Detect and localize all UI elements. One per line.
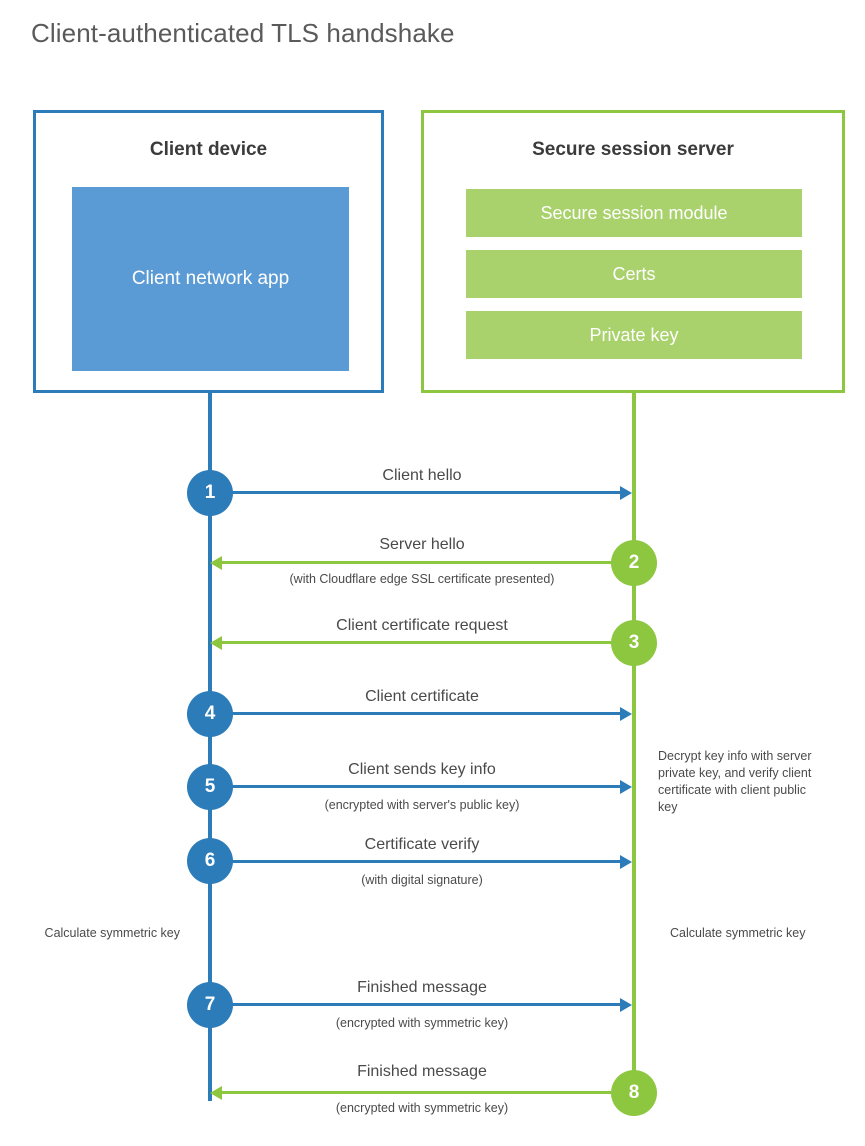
client-device-title: Client device — [149, 139, 268, 160]
step-6-arrow-head — [620, 854, 632, 869]
step-5-sublabel: (encrypted with server's public key) — [324, 798, 520, 812]
step-3-arrow-line — [222, 641, 634, 644]
server-components-list: Secure session module Certs Private key — [466, 189, 802, 372]
step-4-label: Client certificate — [365, 688, 479, 705]
step-2-arrow-line — [222, 561, 634, 564]
server-decrypt-note: Decrypt key info with server private key… — [658, 749, 812, 814]
step-5-arrow-head — [620, 779, 632, 794]
step-1-arrow-line — [210, 491, 622, 494]
secure-session-server-box: Secure session server Secure session mod… — [421, 110, 845, 393]
server-component-certs: Certs — [466, 250, 802, 298]
step-2-arrow-head — [210, 555, 222, 570]
step-3-arrow-head — [210, 635, 222, 650]
step-5-arrow-line — [210, 785, 622, 788]
server-component-private-key: Private key — [466, 311, 802, 359]
step-1-circle: 1 — [187, 470, 233, 516]
step-7-arrow-head — [620, 997, 632, 1012]
step-8-arrow-head — [210, 1085, 222, 1100]
step-2-label: Server hello — [379, 536, 465, 553]
step-6-circle: 6 — [187, 838, 233, 884]
step-8-sublabel: (encrypted with symmetric key) — [335, 1101, 509, 1115]
step-7-circle: 7 — [187, 982, 233, 1028]
server-calculate-symmetric-key-note: Calculate symmetric key — [670, 926, 806, 940]
client-calculate-symmetric-key-note: Calculate symmetric key — [44, 926, 180, 940]
step-8-circle: 8 — [611, 1070, 657, 1116]
client-lifeline — [208, 393, 212, 1101]
step-8-label: Finished message — [357, 1063, 487, 1080]
step-1-arrow-head — [620, 485, 632, 500]
secure-session-server-title: Secure session server — [532, 139, 734, 160]
step-7-label: Finished message — [357, 979, 487, 996]
step-4-arrow-head — [620, 706, 632, 721]
page-title: Client-authenticated TLS handshake — [31, 18, 455, 48]
step-5-label: Client sends key info — [348, 761, 496, 778]
step-5-circle: 5 — [187, 764, 233, 810]
step-3-label: Client certificate request — [336, 617, 508, 634]
step-7-sublabel: (encrypted with symmetric key) — [335, 1016, 509, 1030]
step-6-arrow-line — [210, 860, 622, 863]
client-network-app-label: Client network app — [131, 268, 290, 289]
step-2-circle: 2 — [611, 540, 657, 586]
step-6-label: Certificate verify — [364, 836, 480, 853]
client-device-box: Client device Client network app — [33, 110, 384, 393]
step-6-sublabel: (with digital signature) — [361, 873, 483, 887]
step-4-circle: 4 — [187, 691, 233, 737]
step-1-label: Client hello — [382, 467, 462, 484]
step-8-arrow-line — [222, 1091, 634, 1094]
step-3-circle: 3 — [611, 620, 657, 666]
step-4-arrow-line — [210, 712, 622, 715]
server-component-secure-session-module: Secure session module — [466, 189, 802, 237]
step-7-arrow-line — [210, 1003, 622, 1006]
server-lifeline — [632, 393, 636, 1093]
step-2-sublabel: (with Cloudflare edge SSL certificate pr… — [289, 572, 555, 586]
client-network-app-box: Client network app — [72, 187, 349, 371]
